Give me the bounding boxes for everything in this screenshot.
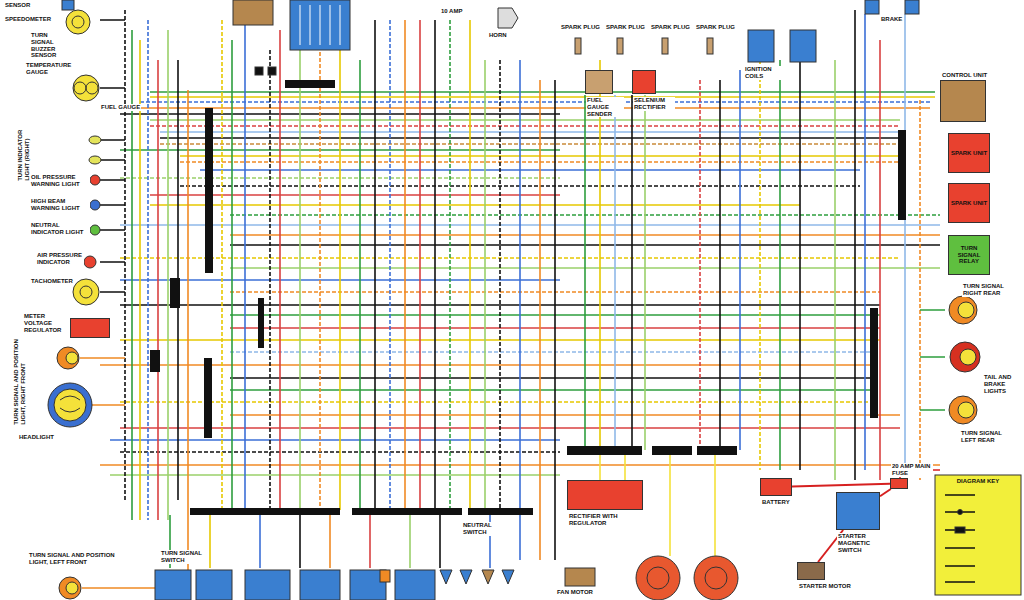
component-label: METER VOLTAGE REGULATOR [23, 313, 67, 333]
sender-box: FUEL GAUGE SENDER [585, 70, 613, 94]
part-label: FUEL GAUGE [100, 104, 141, 111]
regulator-box: METER VOLTAGE REGULATOR [70, 318, 110, 338]
part-label: 10 AMP [440, 8, 463, 15]
control-unit-box: CONTROL UNIT [940, 80, 986, 122]
part-label: NEUTRAL SWITCH [462, 522, 500, 536]
part-label: TURN INDICATOR LIGHT (RIGHT) [17, 118, 31, 182]
part-label: TURN SIGNAL LEFT REAR [960, 430, 1017, 444]
part-label: SPARK PLUG [560, 24, 601, 31]
component-label: TURN SIGNAL RELAY [950, 245, 988, 265]
rectifier-box: RECTIFIER WITH REGULATOR [567, 480, 643, 510]
part-label: TACHOMETER [30, 278, 74, 285]
relay-box: TURN SIGNAL RELAY [948, 235, 990, 275]
wire-harness [80, 10, 945, 588]
spark-unit-box: SPARK UNIT [948, 183, 990, 223]
part-label: FAN MOTOR [556, 589, 594, 596]
component-label: RECTIFIER WITH REGULATOR [568, 513, 640, 527]
part-label: HEADLIGHT [18, 434, 55, 441]
rectifier-box: SELENIUM RECTIFIER [632, 70, 656, 94]
component-label: SELENIUM RECTIFIER [633, 97, 675, 111]
power-wire [880, 489, 891, 496]
component-label: SPARK UNIT [950, 150, 988, 157]
component-label: STARTER MAGNETIC SWITCH [837, 533, 895, 553]
connector-blocks [150, 80, 906, 515]
part-label: AIR PRESSURE INDICATOR [36, 252, 84, 266]
component-label: FUEL GAUGE SENDER [586, 97, 624, 117]
component-label: DIAGRAM KEY [937, 478, 1019, 485]
part-label: TEMPERATURE GAUGE [25, 62, 72, 76]
component-label: BATTERY [761, 499, 791, 506]
part-label: OIL PRESSURE WARNING LIGHT [30, 174, 90, 188]
part-label: TURN SIGNAL BUZZER SENSOR [30, 32, 64, 59]
starter-motor-symbol: STARTER MOTOR [797, 562, 825, 580]
part-label: TURN SIGNAL RIGHT REAR [962, 283, 1019, 297]
component-symbols [48, 0, 1021, 600]
spark-unit-box: SPARK UNIT [948, 133, 990, 173]
fuse-symbol: 20 AMP MAIN FUSE [890, 478, 908, 489]
part-label: SPEEDOMETER [4, 16, 52, 23]
part-label: SPARK PLUG [605, 24, 646, 31]
component-label: STARTER MOTOR [798, 583, 852, 590]
switch-box: STARTER MAGNETIC SWITCH [836, 492, 880, 530]
part-label: SPARK PLUG [695, 24, 736, 31]
part-label: SENSOR [4, 2, 31, 9]
legend-panel: DIAGRAM KEY [935, 475, 1021, 595]
part-label: TURN SIGNAL AND POSITION LIGHT, LEFT FRO… [28, 552, 130, 566]
component-label: CONTROL UNIT [941, 72, 988, 79]
part-label: IGNITION COILS [744, 66, 786, 80]
part-label: BRAKE [880, 16, 903, 23]
power-wire [792, 484, 890, 487]
battery-symbol: BATTERY [760, 478, 792, 496]
part-label: HIGH BEAM WARNING LIGHT [30, 198, 90, 212]
component-label: 20 AMP MAIN FUSE [891, 463, 933, 477]
component-label: SPARK UNIT [950, 200, 988, 207]
part-label: TAIL AND BRAKE LIGHTS [983, 374, 1021, 394]
part-label: TURN SIGNAL AND POSITION LIGHT, RIGHT FR… [13, 334, 27, 426]
part-label: TURN SIGNAL SWITCH [160, 550, 206, 564]
part-label: HORN [488, 32, 508, 39]
part-label: SPARK PLUG [650, 24, 691, 31]
part-label: NEUTRAL INDICATOR LIGHT [30, 222, 90, 236]
